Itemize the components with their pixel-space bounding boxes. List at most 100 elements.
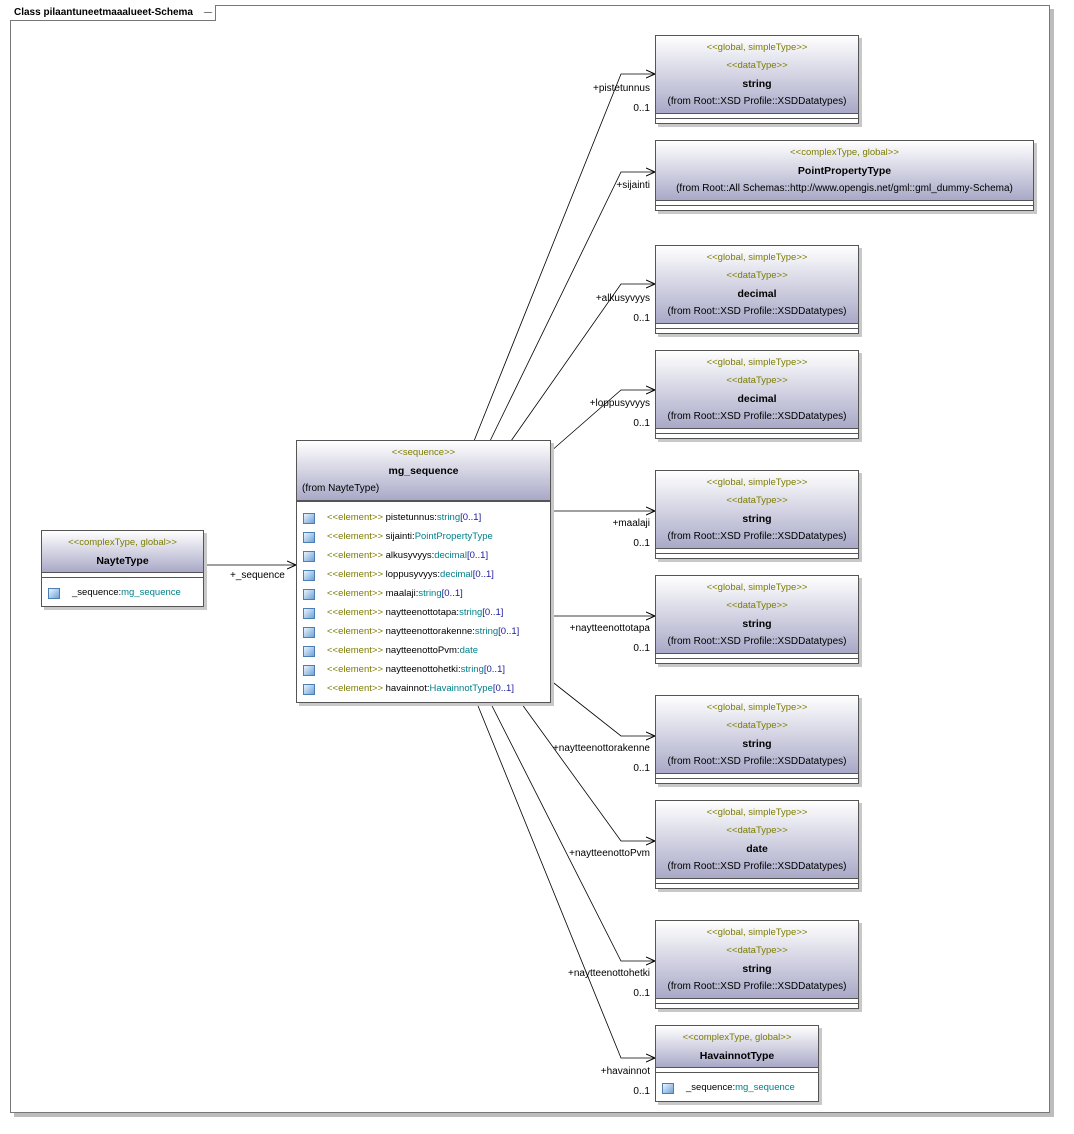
class-string-6[interactable]: <<global, simpleType>> <<dataType>> string… (655, 575, 859, 664)
class-decimal-4[interactable]: <<global, simpleType>> <<dataType>> decima… (655, 350, 859, 439)
class-name: decimal (737, 288, 777, 300)
multiplicity-naytteenottohetki: 0..1 (633, 988, 650, 999)
class-string-7[interactable]: <<global, simpleType>><<dataType>>string… (655, 695, 859, 784)
attribute-row[interactable]: _sequence:mg_sequence (662, 1078, 818, 1097)
multiplicity-naytteenottotapa: 0..1 (633, 643, 650, 654)
multiplicity-pistetunnus: 0..1 (633, 103, 650, 114)
attribute-icon (48, 588, 60, 599)
class-decimal-3[interactable]: <<global, simpleType>> <<dataType>> decima… (655, 245, 859, 334)
attribute-icon (303, 646, 315, 657)
attribute-icon (303, 551, 315, 562)
class-namespace: (from Root::XSD Profile::XSDDatatypes) (667, 306, 847, 317)
class-name: string (742, 78, 772, 90)
role-label-naytteenottoPvm: +naytteenottoPvm (569, 848, 650, 859)
class-name: string (742, 963, 772, 975)
multiplicity-maalaji: 0..1 (633, 538, 650, 549)
link-naytteenottoPvm (515, 695, 655, 841)
attribute-row[interactable]: <<element>> maalaji:string[0..1] (303, 584, 550, 603)
attribute-icon (303, 627, 315, 638)
role-label-sijainti: +sijainti (616, 180, 650, 191)
attribute-icon (303, 589, 315, 600)
attribute-icon (303, 532, 315, 543)
attribute-icon (303, 665, 315, 676)
class-stereotype-secondary: <<dataType>> (726, 945, 788, 956)
class-stereotype: <<global, simpleType>> (706, 807, 808, 818)
class-name: NayteType (96, 555, 149, 567)
class-namespace: (from Root::XSD Profile::XSDDatatypes) (667, 531, 847, 542)
attribute-icon (662, 1083, 674, 1094)
class-name: date (746, 843, 768, 855)
class-string-1[interactable]: <<global, simpleType>> <<dataType>> string… (655, 35, 859, 124)
attribute-row[interactable]: <<element>> pistetunnus:string[0..1] (303, 508, 550, 527)
attribute-row[interactable]: <<element>> naytteenottohetki:string[0..… (303, 660, 550, 679)
attribute-row[interactable]: <<element>> loppusyvyys:decimal[0..1] (303, 565, 550, 584)
role-label-sequence: +_sequence (230, 570, 285, 581)
attribute-row[interactable]: _sequence:mg_sequence (48, 583, 203, 602)
class-name: string (742, 618, 772, 630)
class-stereotype-secondary: <<dataType>> (726, 495, 788, 506)
multiplicity-naytteenottorakenne: 0..1 (633, 763, 650, 774)
class-namespace: (from NayteType) (302, 483, 380, 494)
class-namespace: (from Root::XSD Profile::XSDDatatypes) (667, 756, 847, 767)
class-namespace: (from Root::All Schemas::http://www.open… (676, 183, 1013, 194)
multiplicity-havainnot: 0..1 (633, 1086, 650, 1097)
multiplicity-alkusyvyys: 0..1 (633, 313, 650, 324)
class-name: decimal (737, 393, 777, 405)
attribute-icon (303, 608, 315, 619)
link-sijainti (489, 172, 655, 442)
class-stereotype: <<global, simpleType>> (706, 42, 808, 53)
attribute-row[interactable]: <<element>> naytteenottoPvm:date (303, 641, 550, 660)
link-pistetunnus (473, 74, 655, 442)
class-stereotype: <<complexType, global>> (790, 147, 899, 158)
role-label-pistetunnus: +pistetunnus (593, 83, 650, 94)
class-stereotype-secondary: <<dataType>> (726, 600, 788, 611)
class-stereotype-secondary: <<dataType>> (726, 270, 788, 281)
class-stereotype: <<global, simpleType>> (706, 927, 808, 938)
role-label-naytteenottohetki: +naytteenottohetki (567, 968, 650, 979)
multiplicity-loppusyvyys: 0..1 (633, 418, 650, 429)
class-string-9[interactable]: <<global, simpleType>> <<dataType>> string… (655, 920, 859, 1009)
class-havainnottype[interactable]: <<complexType, global>> HavainnotType _s… (655, 1025, 819, 1102)
link-naytteenottorakenne (549, 679, 655, 736)
role-label-naytteenottorakenne: +naytteenottorakenne (552, 743, 650, 754)
attribute-row[interactable]: <<element>> naytteenottotapa:string[0..1… (303, 603, 550, 622)
attribute-row[interactable]: <<element>> alkusyvyys:decimal[0..1] (303, 546, 550, 565)
attribute-icon (303, 684, 315, 695)
link-loppusyvyys (549, 390, 655, 453)
class-stereotype: <<sequence>> (391, 447, 456, 458)
role-label-loppusyvyys: +loppusyvyys (589, 398, 650, 409)
attribute-icon (303, 513, 315, 524)
link-naytteenottohetki (486, 695, 655, 961)
class-namespace: (from Root::XSD Profile::XSDDatatypes) (667, 411, 847, 422)
role-label-havainnot: +havainnot (600, 1066, 650, 1077)
class-stereotype: <<global, simpleType>> (706, 477, 808, 488)
class-naytetype[interactable]: <<complexType, global>> NayteType _seque… (41, 530, 204, 607)
class-stereotype: <<global, simpleType>> (706, 702, 808, 713)
class-stereotype-secondary: <<dataType>> (726, 60, 788, 71)
class-stereotype-secondary: <<dataType>> (726, 720, 788, 731)
class-date-8[interactable]: <<global, simpleType>> <<dataType>> date (f… (655, 800, 859, 889)
class-namespace: (from Root::XSD Profile::XSDDatatypes) (667, 636, 847, 647)
class-mg-sequence[interactable]: <<sequence>> mg_sequence (from NayteType… (296, 440, 551, 703)
class-stereotype-secondary: <<dataType>> (726, 375, 788, 386)
attribute-icon (303, 570, 315, 581)
class-namespace: (from Root::XSD Profile::XSDDatatypes) (667, 861, 847, 872)
class-stereotype: <<global, simpleType>> (706, 252, 808, 263)
link-alkusyvyys (510, 284, 655, 442)
class-namespace: (from Root::XSD Profile::XSDDatatypes) (667, 96, 847, 107)
attribute-row[interactable]: <<element>> naytteenottorakenne:string[0… (303, 622, 550, 641)
class-stereotype: <<complexType, global>> (68, 537, 177, 548)
class-name: mg_sequence (388, 465, 459, 477)
class-pointpropertytype-2[interactable]: <<complexType, global>>PointPropertyType… (655, 140, 1034, 211)
class-stereotype: <<global, simpleType>> (706, 582, 808, 593)
attribute-row[interactable]: <<element>> havainnot:HavainnotType[0..1… (303, 679, 550, 698)
link-havainnot (473, 695, 655, 1058)
class-string-5[interactable]: <<global, simpleType>> <<dataType>> string… (655, 470, 859, 559)
class-stereotype: <<global, simpleType>> (706, 357, 808, 368)
class-name: HavainnotType (699, 1050, 775, 1062)
diagram-title: Class pilaantuneetmaaalueet-Schema (10, 5, 216, 21)
class-stereotype-secondary: <<dataType>> (726, 825, 788, 836)
class-name: string (742, 513, 772, 525)
attribute-row[interactable]: <<element>> sijainti:PointPropertyType (303, 527, 550, 546)
